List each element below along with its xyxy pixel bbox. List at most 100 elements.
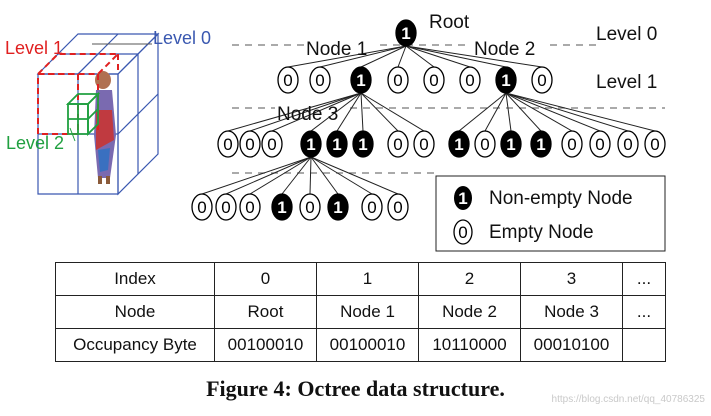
svg-text:1: 1: [501, 71, 510, 90]
octree-node-level3: 1: [271, 193, 293, 221]
svg-text:0: 0: [283, 71, 292, 90]
octree-node-level2: 0: [617, 130, 639, 158]
cube-level1-label: Level 1: [5, 38, 63, 58]
svg-text:0: 0: [429, 71, 438, 90]
tree-edge: [225, 156, 312, 195]
octree-node-level3: 0: [191, 193, 213, 221]
octree-node-level2: 1: [326, 130, 348, 158]
octree-node-level2: 0: [217, 130, 239, 158]
svg-text:1: 1: [458, 189, 467, 208]
level2-pointer-line: [69, 127, 76, 142]
svg-text:0: 0: [245, 135, 254, 154]
octree-node-level2: 0: [561, 130, 583, 158]
octree-node-level2: 0: [261, 130, 283, 158]
octree-node-level1: 1: [495, 66, 517, 94]
svg-text:1: 1: [356, 71, 365, 90]
svg-text:0: 0: [537, 71, 546, 90]
tree-edge: [310, 156, 373, 195]
svg-text:1: 1: [358, 135, 367, 154]
tree-edge: [287, 45, 407, 68]
octree-node-level1: 0: [387, 66, 409, 94]
octree-node-level2: 1: [352, 130, 374, 158]
svg-text:0: 0: [567, 135, 576, 154]
svg-text:1: 1: [332, 135, 341, 154]
svg-text:0: 0: [367, 198, 376, 217]
octree-node-root: 1: [395, 19, 417, 47]
svg-text:0: 0: [419, 135, 428, 154]
octree-node-level1: 0: [309, 66, 331, 94]
tree-edge: [405, 45, 543, 68]
table-cell: Node 3: [520, 295, 623, 329]
table-cell: 3: [520, 262, 623, 296]
svg-text:0: 0: [650, 135, 659, 154]
svg-text:0: 0: [595, 135, 604, 154]
table-cell: Node 1: [316, 295, 419, 329]
tree-edge: [484, 92, 507, 132]
octree-node-level2: 0: [413, 130, 435, 158]
tree-edge: [249, 156, 312, 195]
octree-node-level3: 0: [239, 193, 261, 221]
table-cell: 00010100: [520, 328, 623, 362]
root-label: Root: [429, 12, 470, 33]
watermark: https://blog.csdn.net/qq_40786325: [551, 394, 705, 405]
octree-node-level2: 1: [448, 130, 470, 158]
tree-edge: [505, 92, 542, 132]
table-cell: 1: [316, 262, 419, 296]
octree-cube-illustration: Level 1 Level 0 Level 2: [5, 28, 211, 196]
svg-text:1: 1: [333, 198, 342, 217]
svg-text:0: 0: [623, 135, 632, 154]
table-cell: ...: [622, 262, 666, 296]
octree-node-level1: 0: [277, 66, 299, 94]
svg-text:1: 1: [506, 135, 515, 154]
tree-edge: [405, 45, 507, 68]
svg-text:0: 0: [267, 135, 276, 154]
cube-level2-label: Level 2: [6, 133, 64, 153]
tree-edge: [505, 92, 573, 132]
octree-node-level1: 0: [459, 66, 481, 94]
tree-edge: [271, 92, 362, 132]
figure-caption: Figure 4: Octree data structure.: [206, 376, 505, 401]
octree-node-level2: 1: [300, 130, 322, 158]
table-row-node: Node Root Node 1 Node 2 Node 3 ...: [55, 295, 666, 329]
octree-node-level2: 1: [500, 130, 522, 158]
tree-edge: [458, 92, 507, 132]
table-cell: Root: [214, 295, 317, 329]
svg-text:0: 0: [393, 198, 402, 217]
table-cell: 0: [214, 262, 317, 296]
octree-node-level3: 1: [327, 193, 349, 221]
tree-edge: [505, 92, 629, 132]
octree-node-level1: 1: [350, 66, 372, 94]
tree-edge: [505, 92, 512, 132]
svg-text:0: 0: [458, 223, 467, 242]
tree-edge: [201, 156, 312, 195]
svg-text:0: 0: [305, 198, 314, 217]
tree-edge: [319, 45, 407, 68]
tree-edge: [310, 156, 339, 195]
svg-text:0: 0: [245, 198, 254, 217]
table-cell: 00100010: [316, 328, 419, 362]
table-header: Occupancy Byte: [55, 328, 215, 362]
table-cell: 00100010: [214, 328, 317, 362]
node1-label: Node 1: [306, 39, 367, 60]
legend: 1 Non-empty Node 0 Empty Node: [435, 175, 666, 252]
svg-text:0: 0: [197, 198, 206, 217]
tree-edge: [397, 45, 407, 68]
tree-edge: [336, 92, 362, 132]
octree-node-level3: 0: [299, 193, 321, 221]
octree-node-level3: 0: [361, 193, 383, 221]
octree-node-level3: 0: [215, 193, 237, 221]
octree-node-level2: 0: [474, 130, 496, 158]
octree-node-level2: 0: [239, 130, 261, 158]
table-cell: 10110000: [418, 328, 521, 362]
table-cell: [622, 328, 666, 362]
svg-text:1: 1: [401, 24, 410, 43]
svg-text:0: 0: [221, 198, 230, 217]
table-cell: ...: [622, 295, 666, 329]
svg-text:1: 1: [277, 198, 286, 217]
tree-edge: [405, 45, 471, 68]
tree-edge: [405, 45, 435, 68]
table-cell: Node 2: [418, 295, 521, 329]
svg-text:0: 0: [393, 71, 402, 90]
svg-text:1: 1: [306, 135, 315, 154]
